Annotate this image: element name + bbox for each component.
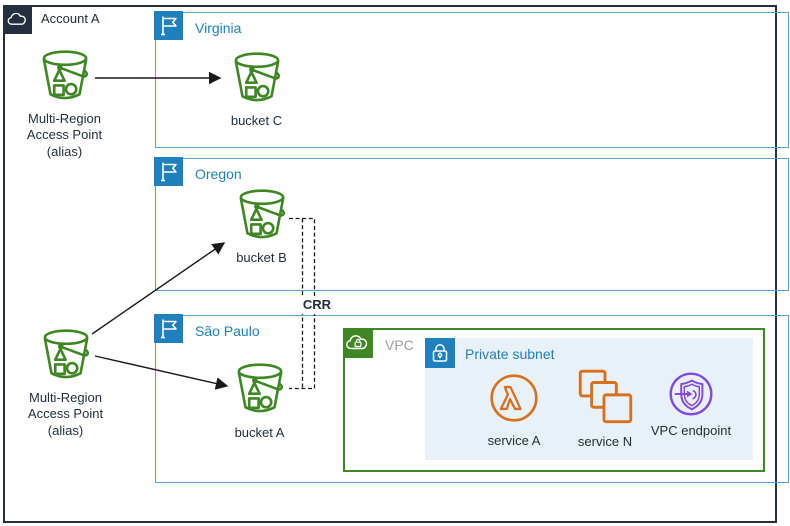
account-label: Account A (41, 11, 100, 26)
vpc-cloud-icon (343, 328, 373, 358)
region-flag-icon (154, 157, 184, 187)
bucket-a-node: bucket A (203, 361, 316, 441)
mrap-bucket-icon (42, 50, 88, 100)
s3-bucket-icon (237, 363, 283, 413)
mrap-top-label-line2: Access Point (26, 127, 103, 143)
private-subnet-label: Private subnet (465, 346, 555, 362)
service-n-node: service N (555, 366, 655, 450)
vpc-label: VPC (385, 337, 414, 353)
region-sao-paulo-label: São Paulo (195, 323, 260, 339)
mrap-top-label-line3: (alias) (46, 143, 83, 159)
region-oregon: Oregon (154, 157, 789, 291)
vpc-endpoint-shield-icon (669, 372, 713, 416)
region-flag-icon (154, 11, 184, 41)
account-a-group (3, 5, 777, 523)
region-virginia: Virginia (154, 11, 789, 148)
service-a-node: service A (464, 370, 564, 449)
bucket-c-label: bucket C (230, 113, 283, 128)
region-oregon-label: Oregon (195, 166, 242, 182)
lock-icon (425, 338, 455, 368)
region-virginia-label: Virginia (195, 20, 242, 36)
mrap-bucket-icon (43, 329, 89, 379)
lambda-icon (490, 374, 538, 422)
bucket-a-label: bucket A (234, 425, 285, 440)
s3-bucket-icon (234, 52, 280, 102)
mrap-bottom-label-line3: (alias) (47, 422, 84, 438)
vpc-group: VPC (343, 328, 765, 472)
mrap-top-label-line1: Multi-Region (28, 111, 101, 126)
mrap-top-node: Multi-Region Access Point (alias) (8, 48, 121, 160)
stacked-squares-icon (578, 369, 633, 424)
service-a-label: service A (487, 433, 541, 448)
mrap-bottom-node: Multi-Region Access Point (alias) (9, 327, 122, 439)
mrap-bottom-label-line1: Multi-Region (29, 390, 102, 405)
mrap-bottom-label-line2: Access Point (27, 406, 104, 422)
vpc-endpoint-node: VPC endpoint (632, 368, 750, 439)
region-flag-icon (154, 314, 184, 344)
private-subnet-group: Private subnet (425, 338, 753, 460)
bucket-b-node: bucket B (205, 187, 318, 266)
bucket-b-label: bucket B (236, 250, 287, 265)
vpc-endpoint-label: VPC endpoint (650, 423, 732, 438)
bucket-c-node: bucket C (200, 50, 313, 129)
aws-cloud-icon (3, 5, 32, 34)
crr-label: CRR (298, 296, 336, 314)
service-n-label: service N (577, 434, 633, 449)
s3-bucket-icon (239, 189, 285, 239)
